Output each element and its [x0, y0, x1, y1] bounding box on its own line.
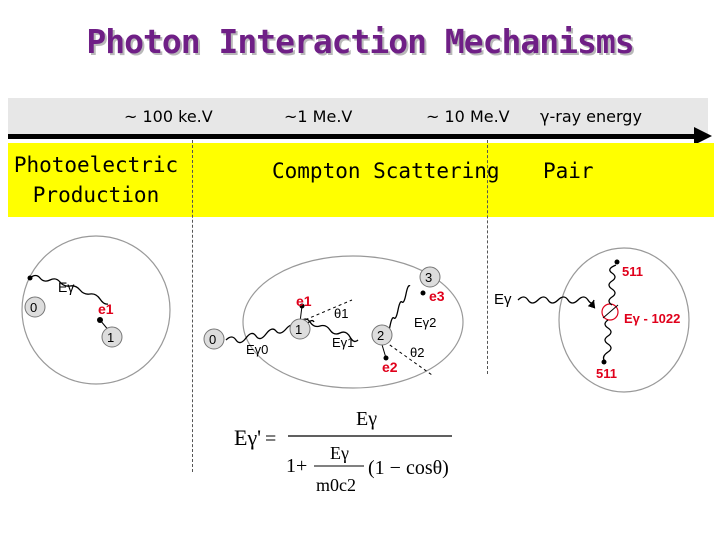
photoelectric-atom-outline [21, 235, 171, 385]
formula-fraction-numerator: Eγ [330, 443, 349, 463]
energy-tick-10mev: ~ 10 Me.V [426, 107, 510, 126]
pair-diagram: Eγ 511 511 Eγ - 1022 [494, 247, 690, 393]
compton-shell-1 [289, 318, 311, 340]
compton-e2-label: e2 [382, 359, 398, 375]
compton-shell-0-label: 0 [209, 332, 216, 347]
formula-tail: (1 − cosθ) [368, 457, 449, 479]
pair-photon-down-path [602, 319, 612, 361]
energy-axis-line [8, 134, 698, 139]
compton-e3-label: e3 [429, 288, 445, 304]
energy-axis-label: γ-ray energy [540, 107, 642, 126]
formula-lhs: Eγ' [234, 425, 261, 450]
mechanism-pair: Pair [543, 159, 594, 183]
photoelectric-diagram: Eγ e1 0 1 [21, 235, 171, 385]
compton-electron-2-point [383, 355, 389, 361]
mechanism-band [8, 143, 714, 217]
compton-diagram: 0 1 2 3 e1 e2 e3 θ1 θ2 Eγ0 Eγ1 Eγ2 [203, 255, 464, 389]
photoelectric-electron-label: e1 [98, 301, 114, 317]
photoelectric-shell-1 [101, 326, 123, 348]
compton-shell-3 [419, 266, 441, 288]
compton-electron-1-point [299, 303, 305, 309]
formula-denominator-one: 1+ [286, 455, 307, 477]
compton-photon-1-path [299, 318, 359, 343]
photoelectric-shell-1-label: 1 [107, 330, 114, 345]
compton-shell-0 [203, 328, 225, 350]
compton-theta1-label: θ1 [334, 306, 348, 321]
pair-photon-up-path [608, 264, 617, 306]
compton-photon-2-label: Eγ2 [414, 315, 436, 330]
pair-bottom-end-point [601, 359, 607, 365]
compton-direction-2 [379, 337, 433, 376]
pair-top-511-label: 511 [622, 264, 643, 279]
photoelectric-shell-0 [24, 296, 46, 318]
pair-energy-label: Eγ - 1022 [624, 311, 680, 326]
compton-photon-0-label: Eγ0 [246, 342, 268, 357]
pair-incoming-photon-path [517, 296, 596, 309]
pair-top-end-point [614, 259, 620, 265]
energy-tick-1mev: ~1 Me.V [284, 107, 353, 126]
pair-atom-outline [558, 247, 690, 393]
photoelectric-photon-label: Eγ [58, 279, 74, 295]
pair-bottom-511-label: 511 [596, 366, 617, 381]
compton-shell-1-label: 1 [295, 322, 302, 337]
compton-formula: Eγ' = Eγ 1+ Eγ m0c2 (1 − cosθ) [234, 408, 452, 495]
mechanism-photoelectric: Photoelectric Production [13, 153, 179, 207]
compton-electron-3-point [420, 290, 426, 296]
formula-equals: = [265, 428, 276, 450]
photoelectric-photon-origin [27, 275, 33, 281]
pair-annihilation-mark [602, 304, 619, 319]
compton-shell-2-label: 2 [377, 328, 384, 343]
compton-shell-3-label: 3 [425, 270, 432, 285]
formula-fraction-denominator: m0c2 [316, 475, 356, 495]
divider-photoelectric-compton [192, 140, 193, 472]
compton-e1-label: e1 [296, 293, 312, 309]
mechanism-compton: Compton Scattering [272, 159, 500, 183]
compton-shell-2 [371, 324, 393, 346]
energy-axis-arrowhead [694, 127, 712, 145]
formula-numerator: Eγ [356, 408, 377, 430]
compton-atom-outline [242, 255, 464, 389]
compton-theta2-label: θ2 [410, 345, 424, 360]
pair-incoming-label: Eγ [494, 291, 512, 308]
photoelectric-shell-0-label: 0 [30, 300, 37, 315]
energy-tick-100kev: ~ 100 ke.V [124, 107, 213, 126]
photoelectric-photon-path [29, 274, 109, 305]
divider-compton-pair [487, 140, 488, 374]
compton-photon-1-label: Eγ1 [332, 335, 354, 350]
page-title: Photon Interaction Mechanisms [86, 22, 634, 61]
energy-bar [8, 98, 708, 136]
